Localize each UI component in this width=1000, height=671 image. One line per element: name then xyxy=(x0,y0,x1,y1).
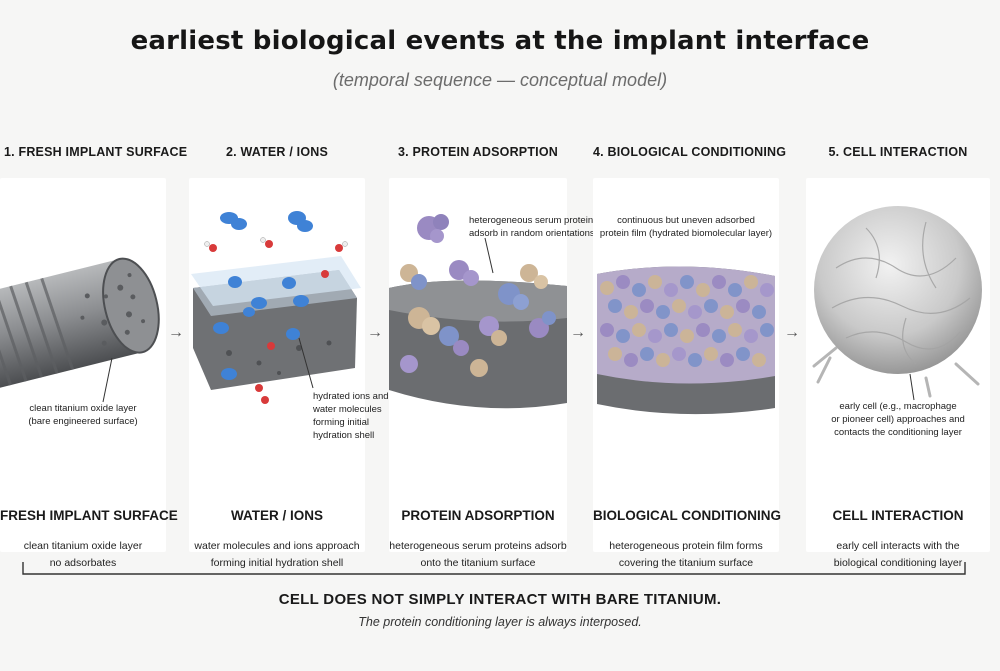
step-header: 2. WATER / IONS xyxy=(225,145,329,159)
cell-illustration xyxy=(812,206,982,401)
hydration-layer-illustration xyxy=(191,211,361,404)
step-note: continuous but uneven adsorbed protein f… xyxy=(599,215,773,239)
step-note: clean titanium oxide layer (bare enginee… xyxy=(28,403,138,427)
step-description: early cell interacts with the biological… xyxy=(833,540,963,569)
conclusion-text: CELL DOES NOT SIMPLY INTERACT WITH BARE … xyxy=(278,591,722,608)
step-note: hydrated ions and water molecules formin… xyxy=(313,391,389,441)
step-header: 3. PROTEIN ADSORPTION xyxy=(397,145,558,159)
conditioning-film-illustration xyxy=(597,266,775,415)
conclusion-subtext: The protein conditioning layer is always… xyxy=(358,615,642,629)
step-card: early cell (e.g., macrophage or pioneer … xyxy=(806,178,990,569)
summary-bracket xyxy=(22,562,966,575)
step-header: 4. BIOLOGICAL CONDITIONING xyxy=(593,145,787,159)
step-card: clean titanium oxide layer (bare enginee… xyxy=(0,178,178,569)
protein-adsorption-illustration xyxy=(389,214,567,409)
step-header: 5. CELL INTERACTION xyxy=(828,145,968,159)
sequence-arrow: → xyxy=(784,324,800,341)
step-header: 1. FRESH IMPLANT SURFACE xyxy=(4,145,188,159)
diagram-subtitle: (temporal sequence — conceptual model) xyxy=(332,70,668,90)
step-description: heterogeneous serum proteins adsorb onto… xyxy=(389,540,567,569)
step-description: water molecules and ions approach formin… xyxy=(194,540,360,569)
diagram-title: earliest biological events at the implan… xyxy=(130,26,870,56)
titanium-implant-illustration xyxy=(0,257,160,403)
sequence-arrow: → xyxy=(367,324,383,341)
sequence-arrow: → xyxy=(570,324,586,341)
step-label: BIOLOGICAL CONDITIONING xyxy=(593,508,781,523)
step-note: early cell (e.g., macrophage or pioneer … xyxy=(831,401,965,438)
step-card: continuous but uneven adsorbed protein f… xyxy=(593,178,781,569)
step-label: FRESH IMPLANT SURFACE xyxy=(0,508,178,523)
step-card: hydrated ions and water molecules formin… xyxy=(189,178,389,569)
step-label: PROTEIN ADSORPTION xyxy=(401,508,555,523)
step-note: heterogeneous serum proteins adsorb in r… xyxy=(469,215,598,239)
step-label: CELL INTERACTION xyxy=(832,508,964,523)
step-card: heterogeneous serum proteins adsorb in r… xyxy=(389,178,598,569)
step-description: heterogeneous protein film forms coverin… xyxy=(609,540,763,569)
step-label: WATER / IONS xyxy=(230,508,323,523)
sequence-arrow: → xyxy=(168,324,184,341)
step-description: clean titanium oxide layer no adsorbates xyxy=(23,540,143,569)
